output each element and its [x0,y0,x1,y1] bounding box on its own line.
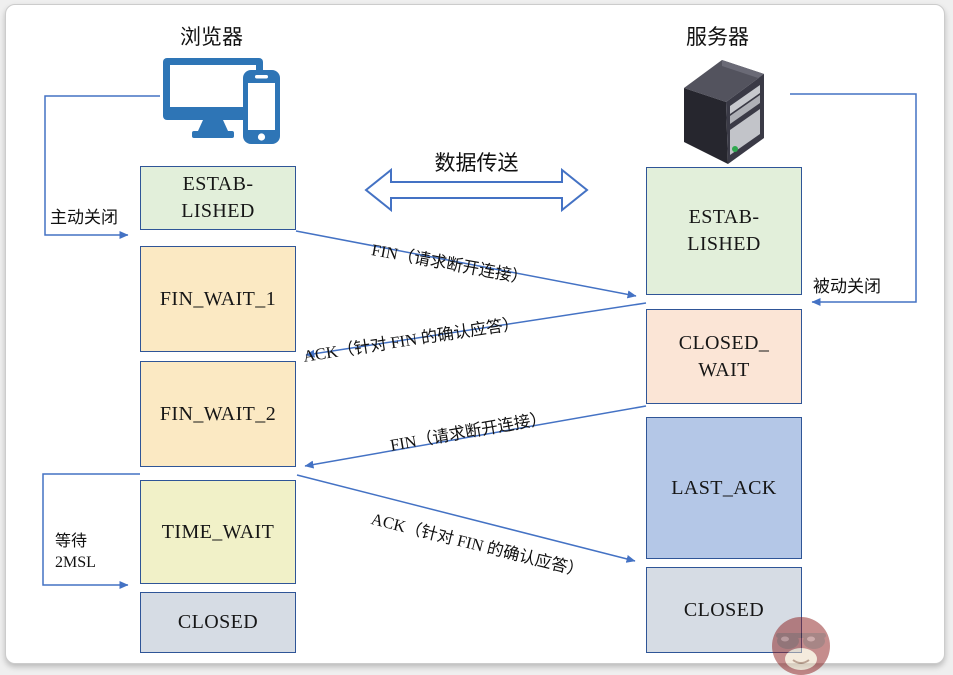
state-box-browser-established: ESTAB- LISHED [140,166,296,230]
state-label: ESTAB- [182,173,254,195]
state-label: ESTAB- [688,206,760,228]
state-label: CLOSED [177,611,259,633]
state-box-browser-fin-wait-1: FIN_WAIT_1 [140,246,296,352]
state-box-server-closed-wait: CLOSED_ WAIT [646,309,802,404]
state-box-browser-fin-wait-2: FIN_WAIT_2 [140,361,296,467]
wait-2msl-line2: 2MSL [55,554,96,571]
state-label: LISHED [687,233,761,255]
state-label: WAIT [698,358,750,381]
active-close-label: 主动关闭 [50,208,118,227]
state-box-browser-closed: CLOSED [140,592,296,653]
state-label: TIME_WAIT [161,520,275,543]
watermark-sunglasses-face-icon [772,617,830,675]
state-box-server-last-ack: LAST_ACK [646,417,802,559]
passive-close-label: 被动关闭 [813,277,881,296]
state-label: CLOSED_ [678,331,770,354]
state-label: FIN_WAIT_1 [159,287,277,310]
state-label: LAST_ACK [671,476,777,499]
browser-title: 浏览器 [180,25,243,49]
wait-2msl-line1: 等待 [55,533,88,550]
state-label: LISHED [181,200,255,222]
browser-devices-icon [163,58,280,144]
state-box-browser-time-wait: TIME_WAIT [140,480,296,584]
server-tower-icon [684,60,764,164]
data-transfer-label: 数据传送 [434,151,519,175]
server-title: 服务器 [686,25,749,49]
state-label: FIN_WAIT_2 [159,402,277,425]
wait-2msl-label: 等待 2MSL [55,531,96,573]
state-label: CLOSED [683,598,765,621]
state-box-server-established: ESTAB- LISHED [646,167,802,295]
